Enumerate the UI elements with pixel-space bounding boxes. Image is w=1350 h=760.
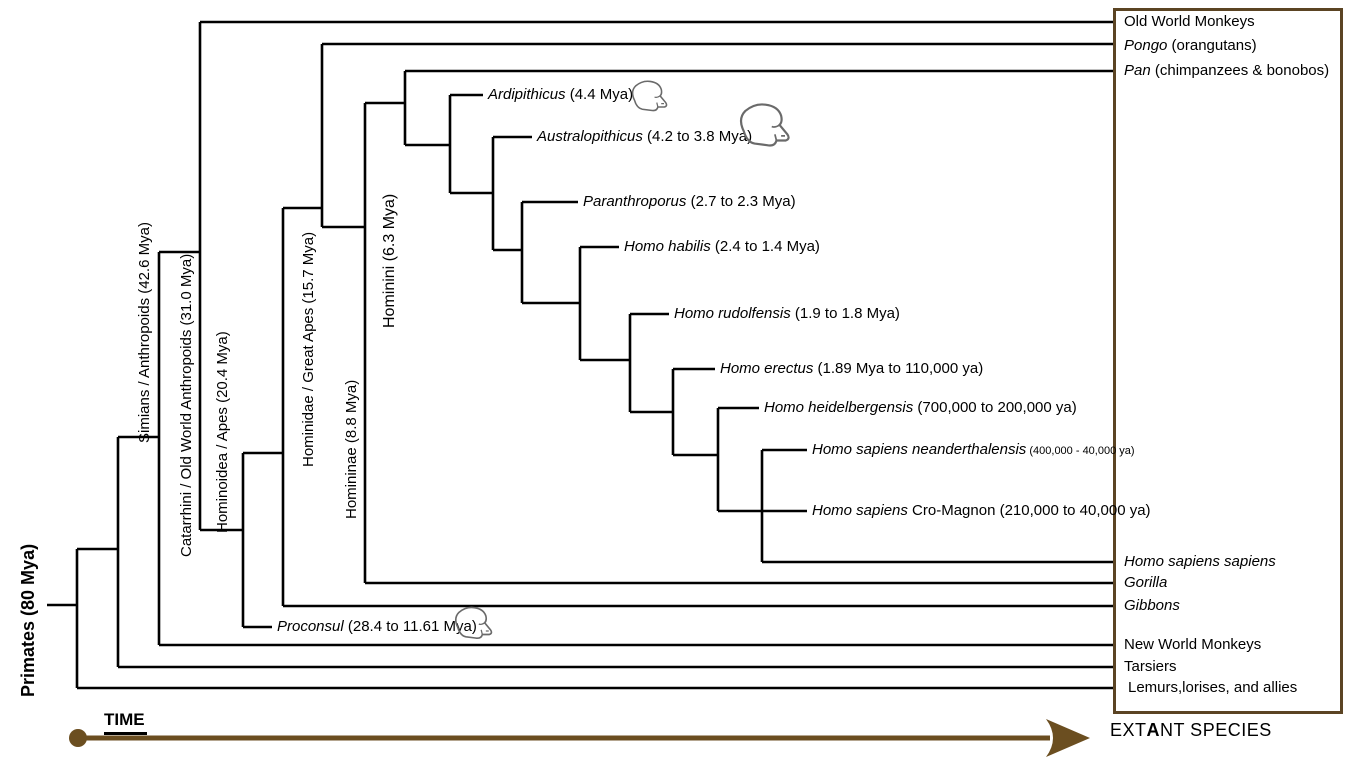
extant-item-tarsiers: Tarsiers xyxy=(1124,658,1177,675)
extant-item-old-world-monkeys: Old World Monkeys xyxy=(1124,13,1255,30)
extant-item-gorilla: Gorilla xyxy=(1124,574,1168,591)
extant-species-box xyxy=(1113,8,1343,714)
species-label-paranthroporus: Paranthroporus (2.7 to 2.3 Mya) xyxy=(583,193,796,210)
extant-item-gibbons: Gibbons xyxy=(1124,597,1180,614)
skull-icon-proconsul xyxy=(454,606,493,640)
skull-icon-australopithicus xyxy=(739,103,790,147)
species-label-homo-erectus: Homo erectus (1.89 Mya to 110,000 ya) xyxy=(720,360,984,377)
clade-label-catarrhini: Catarrhini / Old World Anthropoids (31.0… xyxy=(178,253,195,557)
species-label-homo-neanderthalensis: Homo sapiens neanderthalensis (400,000 -… xyxy=(812,441,1135,458)
clade-label-hominini: Hominini (6.3 Mya) xyxy=(381,193,398,328)
extant-item-new-world-monkeys: New World Monkeys xyxy=(1124,636,1262,653)
clade-label-hominidae: Hominidae / Great Apes (15.7 Mya) xyxy=(300,231,317,467)
clade-label-hominoidea: Hominoidea / Apes (20.4 Mya) xyxy=(214,331,231,533)
species-label-homo-habilis: Homo habilis (2.4 to 1.4 Mya) xyxy=(624,238,820,255)
species-label-australopithicus: Australopithicus (4.2 to 3.8 Mya) xyxy=(537,128,753,145)
species-label-homo-rudolfensis: Homo rudolfensis (1.9 to 1.8 Mya) xyxy=(674,305,900,322)
skull-icon-ardipithicus xyxy=(631,80,668,112)
species-label-proconsul: Proconsul (28.4 to 11.61 Mya) xyxy=(277,618,477,635)
extant-item-pan: Pan (chimpanzees & bonobos) xyxy=(1124,62,1330,79)
clade-label-simians: Simians / Anthropoids (42.6 Mya) xyxy=(136,222,153,443)
extant-item-homo-sapiens-sapiens: Homo sapiens sapiens xyxy=(1124,553,1276,570)
clade-label-homininae: Homininae (8.8 Mya) xyxy=(343,379,360,519)
time-arrow xyxy=(69,719,1090,757)
species-label-ardipithicus: Ardipithicus (4.4 Mya) xyxy=(488,86,634,103)
extant-item-pongo: Pongo (orangutans) xyxy=(1124,37,1257,54)
extant-species-heading: EXTANT SPECIES xyxy=(1110,720,1272,740)
species-label-homo-cromagnon: Homo sapiens Cro-Magnon (210,000 to 40,0… xyxy=(812,502,1151,519)
time-axis-label: TIME xyxy=(104,710,147,735)
extant-item-lemurs-lorises: Lemurs,lorises, and allies xyxy=(1128,679,1298,696)
clade-label-primates: Primates (80 Mya) xyxy=(18,543,38,697)
species-label-homo-heidelbergensis: Homo heidelbergensis (700,000 to 200,000… xyxy=(764,399,1077,416)
